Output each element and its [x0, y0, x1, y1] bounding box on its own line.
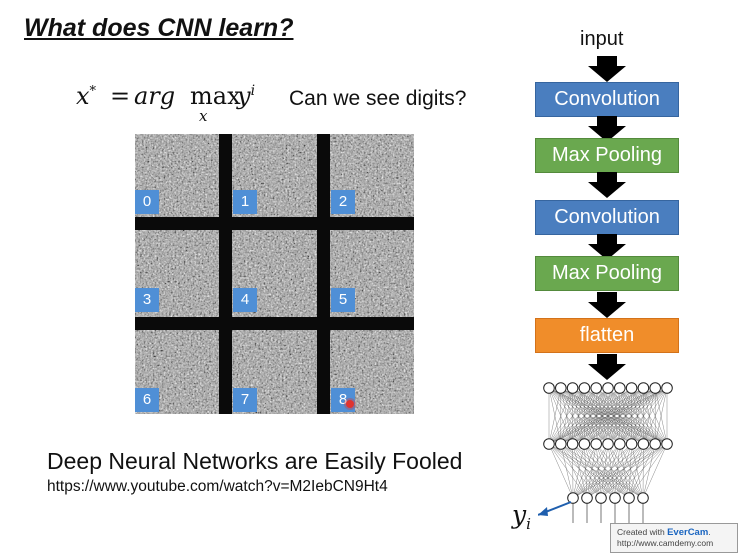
- question-text: Can we see digits?: [289, 87, 467, 110]
- formula-y-i: yi: [237, 82, 256, 110]
- output-label: yi: [512, 500, 531, 533]
- neuron-node: [578, 438, 591, 450]
- digit-label-7: 7: [233, 388, 257, 412]
- digit-label-0: 0: [135, 190, 159, 214]
- output-arrow-head: [538, 507, 548, 516]
- neuron-node: [661, 438, 673, 450]
- neuron-node: [661, 382, 673, 394]
- neuron-node: [543, 438, 555, 450]
- neuron-node: [625, 438, 638, 450]
- arrow-down-icon: [588, 56, 626, 82]
- neuron-node: [590, 382, 603, 394]
- arrow-down-icon: [588, 172, 626, 198]
- neuron-node: [623, 492, 635, 504]
- digit-noise-grid: 0 1 2 3 4 5 6 7 8: [135, 134, 414, 414]
- neuron-node: [649, 438, 661, 450]
- noise-texture: [135, 134, 414, 414]
- neuron-node: [555, 438, 567, 450]
- neuron-node: [566, 382, 579, 394]
- input-label: input: [580, 28, 624, 50]
- formula-equals: =: [110, 82, 131, 110]
- arrow-down-icon: [588, 292, 626, 318]
- neuron-node: [614, 382, 626, 394]
- digit-label-3: 3: [135, 288, 159, 312]
- neuron-node: [567, 492, 579, 504]
- grid-line-vertical-1: [219, 134, 232, 414]
- neuron-node: [637, 382, 650, 394]
- arrow-down-icon: [588, 116, 626, 142]
- arrow-down-icon: [588, 354, 626, 380]
- caption-title: Deep Neural Networks are Easily Fooled: [47, 448, 463, 474]
- neuron-node: [649, 382, 661, 394]
- layer-convolution-1: Convolution: [535, 82, 679, 117]
- layer-flatten: flatten: [535, 318, 679, 353]
- neuron-node: [614, 438, 626, 450]
- digit-label-2: 2: [331, 190, 355, 214]
- layer-max-pooling-1: Max Pooling: [535, 138, 679, 173]
- cursor-dot: [346, 400, 354, 408]
- slide-title: What does CNN learn?: [24, 14, 294, 42]
- neuron-node: [595, 492, 607, 504]
- formula-max-subscript: x: [199, 107, 208, 125]
- formula-x-star: x*: [76, 82, 97, 110]
- digit-label-5: 5: [331, 288, 355, 312]
- neuron-node: [602, 438, 614, 450]
- formula-arg: arg: [134, 82, 176, 110]
- neuron-node: [602, 382, 614, 394]
- neuron-node: [637, 492, 649, 504]
- layer-max-pooling-2: Max Pooling: [535, 256, 679, 291]
- neuron-node: [566, 438, 579, 450]
- argmax-formula: x* = arg max x yi: [76, 78, 276, 126]
- neuron-node: [590, 438, 603, 450]
- neuron-node: [555, 382, 567, 394]
- neuron-node: [637, 438, 650, 450]
- network-connections: [548, 387, 668, 499]
- grid-line-horizontal-2: [135, 317, 414, 330]
- neuron-node: [609, 492, 621, 504]
- evercam-watermark: Created with EverCam. http://www.camdemy…: [610, 523, 738, 553]
- neuron-node: [581, 492, 593, 504]
- arrow-down-icon: [588, 234, 626, 260]
- formula-max: max: [190, 82, 241, 110]
- neuron-node: [578, 382, 591, 394]
- neuron-node: [625, 382, 638, 394]
- digit-label-6: 6: [135, 388, 159, 412]
- caption-url[interactable]: https://www.youtube.com/watch?v=M2IebCN9…: [47, 478, 388, 495]
- grid-line-vertical-2: [317, 134, 330, 414]
- neuron-node: [543, 382, 555, 394]
- fully-connected-network: [538, 382, 673, 523]
- digit-label-1: 1: [233, 190, 257, 214]
- digit-label-4: 4: [233, 288, 257, 312]
- grid-line-horizontal-1: [135, 217, 414, 230]
- layer-convolution-2: Convolution: [535, 200, 679, 235]
